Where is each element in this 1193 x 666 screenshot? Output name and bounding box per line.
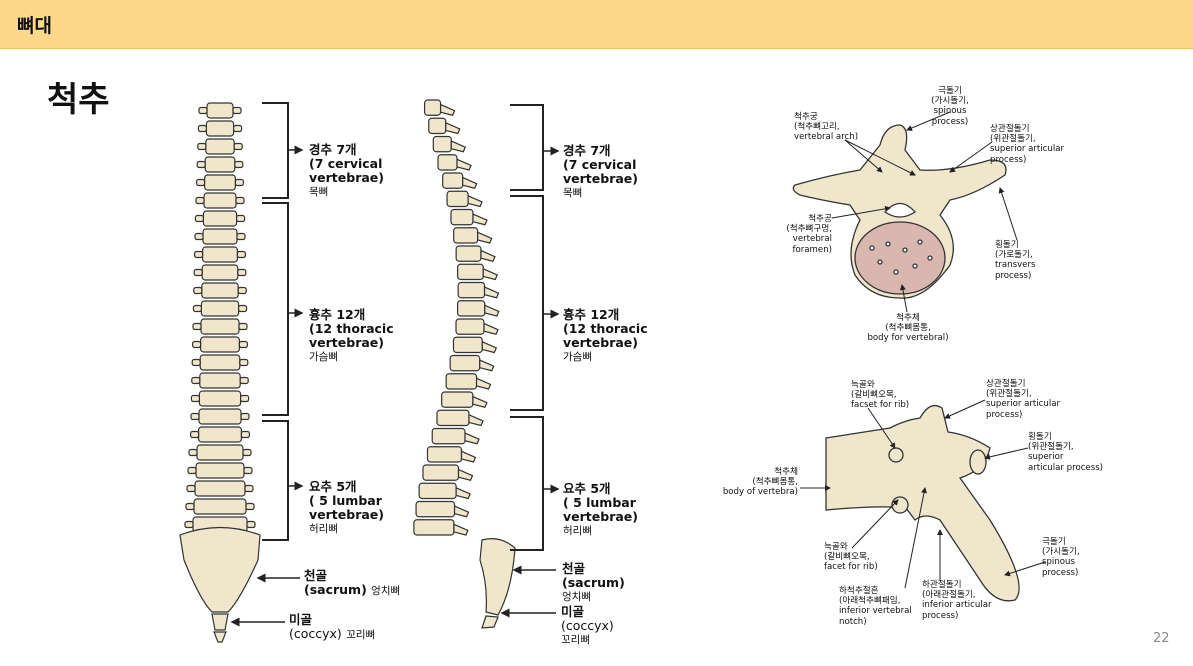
side-vertebra bbox=[449, 354, 495, 372]
side-vertebra bbox=[415, 500, 470, 518]
side-sacrum bbox=[479, 538, 516, 616]
side-vertebra bbox=[422, 464, 474, 481]
front-vertebra bbox=[188, 444, 252, 461]
side-vertebra bbox=[428, 117, 461, 135]
side-spine-drawing bbox=[413, 99, 500, 536]
front-vertebra bbox=[192, 300, 248, 317]
front-cervical-label: 경추 7개(7 cervical vertebrae)목뼈 bbox=[309, 142, 384, 199]
front-vertebra bbox=[193, 264, 247, 281]
front-vertebra bbox=[195, 192, 245, 209]
front-vertebra bbox=[185, 498, 255, 515]
top-body-label: 척추체(척추뼈몸통, body for vertebral) bbox=[867, 313, 949, 344]
front-vertebra bbox=[194, 228, 246, 245]
side-vertebra bbox=[418, 482, 471, 500]
front-coccyx-label: 미골 (coccyx) 꼬리뼈 bbox=[289, 612, 376, 642]
side-vertebra bbox=[457, 263, 499, 281]
side-coccyx bbox=[481, 615, 499, 629]
side-vertebra bbox=[413, 519, 469, 536]
side-body-label: 척추체(척추뼈몸통, body of vertebra) bbox=[722, 467, 798, 498]
front-coccyx bbox=[211, 613, 229, 643]
side-vertebra bbox=[453, 227, 493, 244]
front-vertebra bbox=[187, 462, 253, 479]
side-vertebra bbox=[450, 208, 488, 226]
header-title: 뼈대 bbox=[17, 15, 52, 37]
front-vertebra bbox=[192, 318, 248, 335]
side-vertebra bbox=[423, 99, 456, 116]
side-sacrum-label: 천골(sacrum) 엉치뼈 bbox=[562, 561, 625, 604]
side-vertebra bbox=[432, 135, 467, 153]
front-vertebra bbox=[190, 390, 250, 407]
front-vertebra bbox=[191, 372, 249, 389]
side-lumbar-label: 요추 5개( 5 lumbar vertebrae)허리뼈 bbox=[563, 481, 638, 538]
side-vertebra bbox=[455, 318, 499, 335]
front-thoracic-label: 흉추 12개(12 thoracic vertebrae)가슴뼈 bbox=[309, 307, 394, 364]
front-lumbar-label: 요추 5개( 5 lumbar vertebrae)허리뼈 bbox=[309, 479, 384, 536]
front-sacrum-label: 천골 (sacrum) 엉치뼈 bbox=[304, 568, 401, 598]
side-cervical-label: 경추 7개(7 cervical vertebrae)목뼈 bbox=[563, 143, 638, 200]
front-spine-drawing bbox=[184, 102, 256, 533]
side-vertebra bbox=[436, 409, 484, 427]
top-arch-label: 척추궁(척추뼈고리, vertebral arch) bbox=[794, 112, 859, 143]
front-vertebra bbox=[197, 120, 243, 137]
side-vertebra bbox=[457, 281, 500, 299]
front-vertebra bbox=[192, 336, 248, 353]
side-vertebra bbox=[426, 446, 477, 463]
front-vertebra bbox=[190, 426, 250, 443]
side-vertebra bbox=[456, 300, 500, 317]
page-number: 22 bbox=[1153, 631, 1170, 646]
side-vertebra bbox=[431, 427, 480, 445]
side-thoracic-label: 흉추 12개(12 thoracic vertebrae)가슴뼈 bbox=[563, 307, 648, 364]
side-vertebra bbox=[452, 336, 498, 354]
front-vertebra bbox=[197, 138, 243, 155]
side-vertebra bbox=[445, 373, 492, 390]
front-vertebra bbox=[190, 408, 250, 425]
side-vertebra bbox=[437, 154, 472, 171]
vertebra-top-view bbox=[792, 124, 1007, 299]
side-coccyx-label: 미골(coccyx) 꼬리뼈 bbox=[561, 604, 614, 647]
front-vertebra bbox=[196, 174, 244, 191]
header-bar: 뼈대 bbox=[0, 0, 1193, 49]
vertebra-side-view bbox=[825, 404, 1020, 602]
front-vertebra bbox=[186, 480, 254, 497]
page-title: 척추 bbox=[47, 80, 110, 120]
side-vertebra bbox=[455, 245, 496, 262]
front-vertebra bbox=[198, 102, 242, 119]
front-vertebra bbox=[196, 156, 244, 173]
front-vertebra bbox=[194, 246, 246, 263]
side-vertebra bbox=[442, 172, 478, 189]
side-vertebra bbox=[446, 190, 483, 208]
side-facet-rib-bottom-label: 늑골와(갈비뼈오목, facet for rib) bbox=[824, 542, 878, 573]
side-facet-rib-top-label: 늑골와(갈비뼈오목, facset for rib) bbox=[851, 380, 910, 411]
front-vertebra bbox=[191, 354, 249, 371]
front-vertebra bbox=[193, 282, 247, 299]
front-vertebra bbox=[194, 210, 246, 227]
front-sacrum bbox=[179, 526, 261, 613]
side-vertebra bbox=[441, 391, 488, 408]
